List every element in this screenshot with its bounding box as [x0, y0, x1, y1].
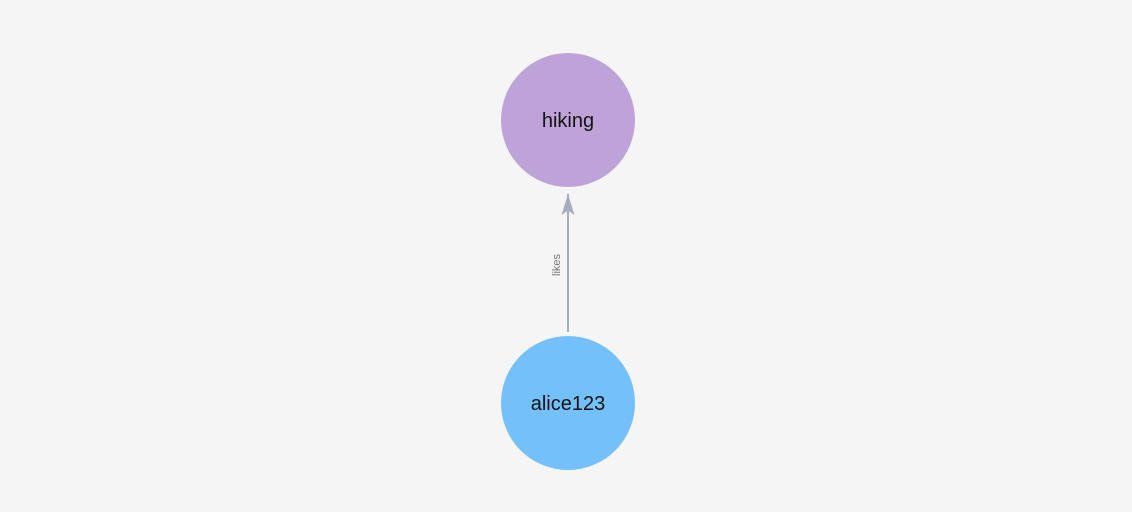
edge-arrowhead-icon — [561, 194, 575, 215]
node-hiking-label: hiking — [542, 110, 594, 132]
node-alice123-label: alice123 — [531, 393, 606, 415]
node-alice123[interactable]: alice123 — [501, 336, 635, 470]
node-hiking[interactable]: hiking — [501, 53, 635, 187]
node-alice123-circle — [501, 336, 635, 470]
edge-alice123-likes-hiking[interactable]: likes — [551, 194, 575, 332]
node-hiking-circle — [501, 53, 635, 187]
edge-label-likes: likes — [551, 254, 563, 277]
